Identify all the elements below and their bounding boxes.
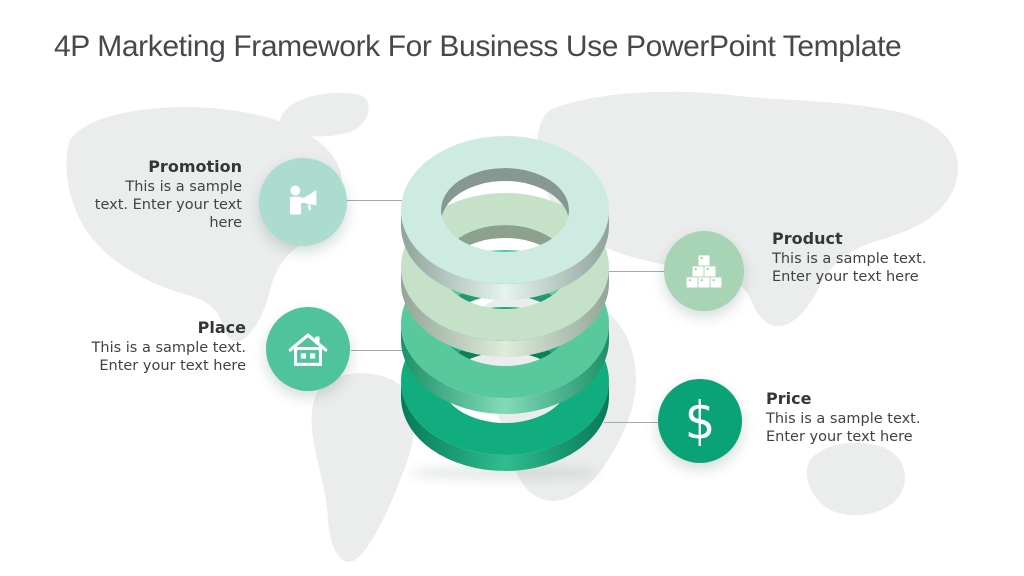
house-icon [288,333,328,366]
map-australia [806,442,905,516]
promotion-icon-circle[interactable] [259,158,347,246]
ring-3-wall [401,324,609,414]
ring-1-wall [401,210,609,300]
ring-2-inner-wall [441,225,569,280]
map-north-america [66,107,342,342]
connector-line-product [606,271,664,272]
item-promotion-text: Promotion This is a sample text. Enter y… [58,157,242,232]
connector-line-place [351,350,409,351]
connector-line-price [604,422,658,423]
ring-2-wall [401,267,609,357]
item-title-product[interactable]: Product [772,229,843,248]
boxes-icon [686,255,722,288]
ring-1-face [401,136,609,284]
product-icon-circle[interactable] [664,231,744,311]
ring-4-wall [401,381,609,471]
connector-line-promotion [347,200,409,201]
megaphone-icon [290,185,317,215]
ring-1-inner-wall [441,168,569,223]
map-south-america [311,373,415,562]
item-body-place[interactable]: This is a sample text. Enter your text h… [91,340,246,374]
item-place-text: Place This is a sample text. Enter your … [60,318,246,375]
map-greenland [279,92,369,137]
item-title-promotion[interactable]: Promotion [148,157,242,176]
item-product-text: Product This is a sample text. Enter you… [772,229,984,286]
item-body-promotion[interactable]: This is a sample text. Enter your text h… [94,179,242,231]
dollar-icon: $ [684,390,716,452]
item-body-price[interactable]: This is a sample text. Enter your text h… [766,411,921,445]
slide-title[interactable]: 4P Marketing Framework For Business Use … [54,30,902,63]
stack-shadow [409,465,601,481]
item-title-price[interactable]: Price [766,389,812,408]
map-eurasia [537,91,958,327]
place-icon-circle[interactable] [266,307,350,391]
ring-1-top [401,136,609,300]
ring-stack [401,136,609,481]
price-icon-circle[interactable]: $ [658,379,742,463]
item-body-product[interactable]: This is a sample text. Enter your text h… [772,251,927,285]
ring-2-face [401,193,609,341]
item-price-text: Price This is a sample text. Enter your … [766,389,978,446]
ring-2 [401,193,609,357]
item-title-place[interactable]: Place [197,318,246,337]
